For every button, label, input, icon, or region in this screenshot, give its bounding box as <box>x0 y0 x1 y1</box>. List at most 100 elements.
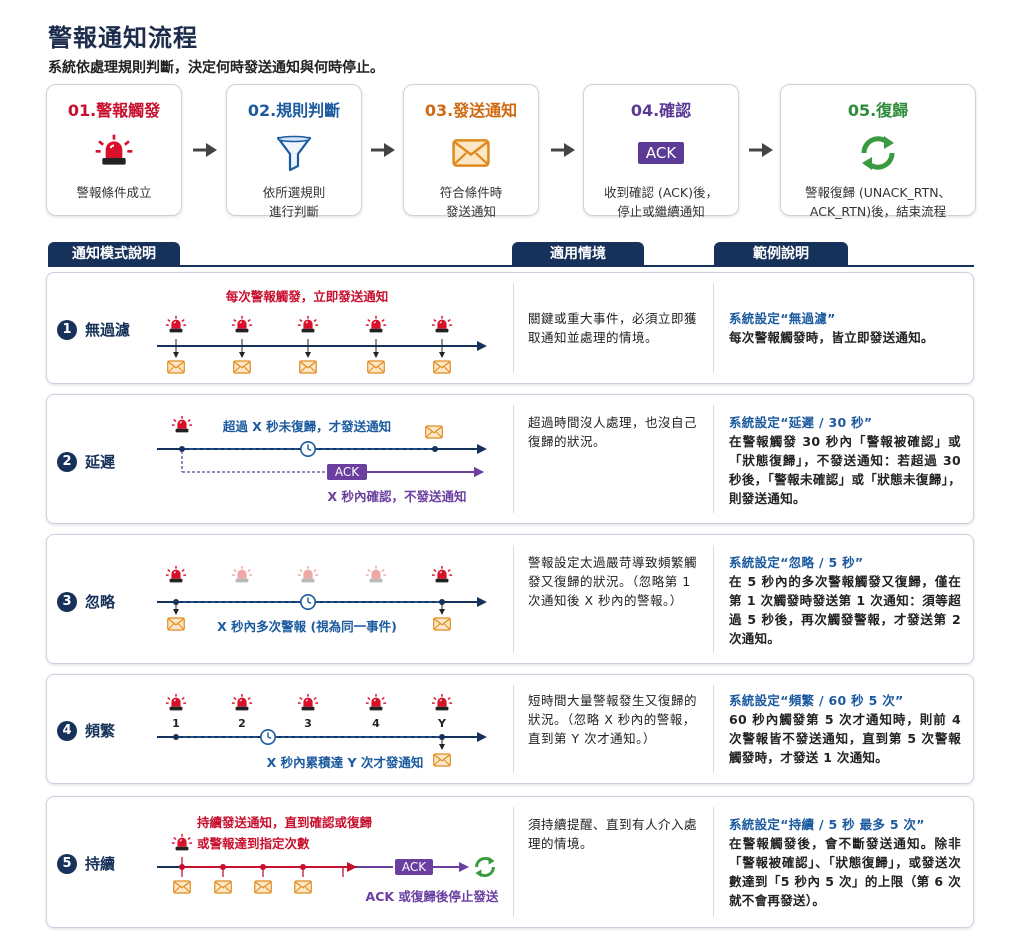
siren-icon <box>165 315 187 334</box>
example-title: 系統設定“忽略 / 5 秒” <box>729 555 864 570</box>
siren-icon <box>165 693 187 712</box>
recover-icon <box>473 855 497 879</box>
diagram-label-top: 超過 X 秒未復歸，才發送通知 <box>222 419 391 434</box>
column-divider <box>513 545 514 653</box>
context-text: 超過時間沒人處理，也沒自己復歸的狀況。 <box>528 415 698 449</box>
column-divider <box>713 283 714 373</box>
siren-icon <box>365 315 387 334</box>
mode-number: 3 <box>57 591 77 612</box>
mail-icon <box>433 753 451 767</box>
mode-name: 忽略 <box>85 593 116 611</box>
diagram-label-top: 持續發送通知，直到確認或復歸 <box>197 815 373 830</box>
diagram-frequent: 1 2 3 4 Y X 秒內累積達 Y 次才發通知 <box>157 693 487 770</box>
clock-icon <box>299 440 317 458</box>
context-text: 短時間大量警報發生又復歸的狀況。（忽略 X 秒內的警報，直到第 Y 次才通知。） <box>528 693 698 746</box>
column-divider <box>713 807 714 917</box>
mode-label: 3 忽略 <box>57 591 115 612</box>
siren-icon <box>431 693 453 712</box>
mode-label: 1 無過濾 <box>57 319 130 340</box>
siren-icon <box>47 133 181 173</box>
count-label: 2 <box>238 717 246 730</box>
diagram-label-top: 每次警報觸發，立即發送通知 <box>226 289 389 304</box>
step-title: 01.警報觸發 <box>67 101 161 120</box>
mode-label: 4 頻繁 <box>57 720 115 741</box>
ack-icon: ACK <box>584 133 738 173</box>
column-divider <box>713 545 714 653</box>
mail-icon <box>167 360 185 374</box>
siren-icon <box>365 693 387 712</box>
clock-icon <box>299 593 317 611</box>
step-alarm-trigger: 01.警報觸發 警報條件成立 <box>46 84 182 216</box>
arrow-right-icon <box>749 143 773 157</box>
example-body: 每次警報觸發時，皆立即發送通知。 <box>729 330 934 345</box>
siren-icon <box>171 833 193 852</box>
mode-name: 持續 <box>85 855 116 873</box>
clock-icon <box>259 728 277 746</box>
siren-icon <box>171 415 193 434</box>
mail-icon <box>173 880 191 894</box>
diagram-continuous: 持續發送通知，直到確認或復歸 或警報達到指定次數 ACK ACK 或復歸後停止發… <box>157 815 499 904</box>
mode-row-delay: 2 延遲 超過 X 秒未復歸，才發送通知 ACK X 秒內確認，不發送通知 超過… <box>46 394 974 524</box>
filter-icon <box>227 133 361 173</box>
step-title: 04.確認 <box>630 101 692 120</box>
siren-icon <box>165 565 187 584</box>
step-description: 警報條件成立 <box>76 185 152 200</box>
diagram-ignore: X 秒內多次警報 (視為同一事件) <box>157 565 487 634</box>
example-block: 系統設定“持續 / 5 秒 最多 5 次” 在警報觸發後，會不斷發送通知。除非「… <box>729 815 961 910</box>
mail-icon <box>433 360 451 374</box>
mail-icon <box>404 133 538 173</box>
step-recovery: 05.復歸 警報復歸 (UNACK_RTN、 ACK_RTN)後，結束流程 <box>780 84 976 219</box>
diagram-no-filter: 每次警報觸發，立即發送通知 <box>157 289 487 374</box>
step-rule-judgement: 02.規則判斷 依所選規則 進行判斷 <box>226 84 362 219</box>
mail-icon <box>167 617 185 631</box>
step-title: 05.復歸 <box>847 101 909 120</box>
siren-icon <box>297 565 319 584</box>
column-divider <box>513 807 514 917</box>
column-divider <box>513 685 514 773</box>
mode-number: 2 <box>57 451 77 472</box>
mode-row-continuous: 5 持續 持續發送通知，直到確認或復歸 或警報達到指定次數 ACK <box>46 796 974 928</box>
mode-number: 4 <box>57 720 77 741</box>
example-body: 在警報觸發 30 秒內「警報被確認」或「狀態復歸」，不發送通知：若超過 30 秒… <box>729 434 961 506</box>
example-block: 系統設定“忽略 / 5 秒” 在 5 秒內的多次警報觸發又復歸，僅在第 1 次觸… <box>729 553 961 648</box>
count-label: 4 <box>372 717 380 730</box>
example-title: 系統設定“延遲 / 30 秒” <box>729 415 873 430</box>
diagram-delay: 超過 X 秒未復歸，才發送通知 ACK X 秒內確認，不發送通知 <box>157 415 487 504</box>
mail-icon <box>254 880 272 894</box>
header-divider <box>48 265 974 267</box>
siren-icon <box>431 315 453 334</box>
context-text: 須持續提醒、直到有人介入處理的情境。 <box>528 817 698 851</box>
count-label: 1 <box>172 717 180 730</box>
arrow-right-icon <box>371 143 395 157</box>
example-title: 系統設定“頻繁 / 60 秒 5 次” <box>729 693 904 708</box>
step-description: 收到確認 (ACK)後， 停止或繼續通知 <box>604 185 718 219</box>
arrow-right-icon <box>551 143 575 157</box>
header-context: 適用情境 <box>512 242 644 266</box>
ack-badge <box>327 464 367 480</box>
mail-icon <box>294 880 312 894</box>
page-subtitle: 系統依處理規則判斷，決定何時發送通知與何時停止。 <box>48 60 384 76</box>
mail-icon <box>425 425 443 439</box>
example-body: 在警報觸發後，會不斷發送通知。除非「警報被確認」、「狀態復歸」，或發送次數達到「… <box>729 836 961 908</box>
mode-label: 5 持續 <box>57 853 115 874</box>
siren-icon <box>231 693 253 712</box>
column-divider <box>513 283 514 373</box>
column-divider <box>513 405 514 513</box>
mode-row-ignore: 3 忽略 X 秒內多次警報 (視為同一事件) 警報設定太過嚴苛導致頻繁觸發又復歸… <box>46 534 974 664</box>
recover-icon <box>781 133 975 173</box>
example-title: 系統設定“無過濾” <box>729 311 836 326</box>
arrow-right-icon <box>193 143 217 157</box>
mail-icon <box>433 617 451 631</box>
example-block: 系統設定“延遲 / 30 秒” 在警報觸發 30 秒內「警報被確認」或「狀態復歸… <box>729 413 961 508</box>
count-label: Y <box>437 717 447 730</box>
siren-icon <box>231 315 253 334</box>
context-text: 警報設定太過嚴苛導致頻繁觸發又復歸的狀況。（忽略第 1 次通知後 X 秒內的警報… <box>528 555 698 608</box>
mode-name: 頻繁 <box>85 722 116 740</box>
step-description: 符合條件時 發送通知 <box>439 185 503 219</box>
mail-icon <box>367 360 385 374</box>
column-divider <box>713 685 714 773</box>
diagram-label-top-2: 或警報達到指定次數 <box>197 836 310 851</box>
mode-number: 1 <box>57 319 77 340</box>
step-title: 03.發送通知 <box>424 101 518 120</box>
siren-icon <box>231 565 253 584</box>
